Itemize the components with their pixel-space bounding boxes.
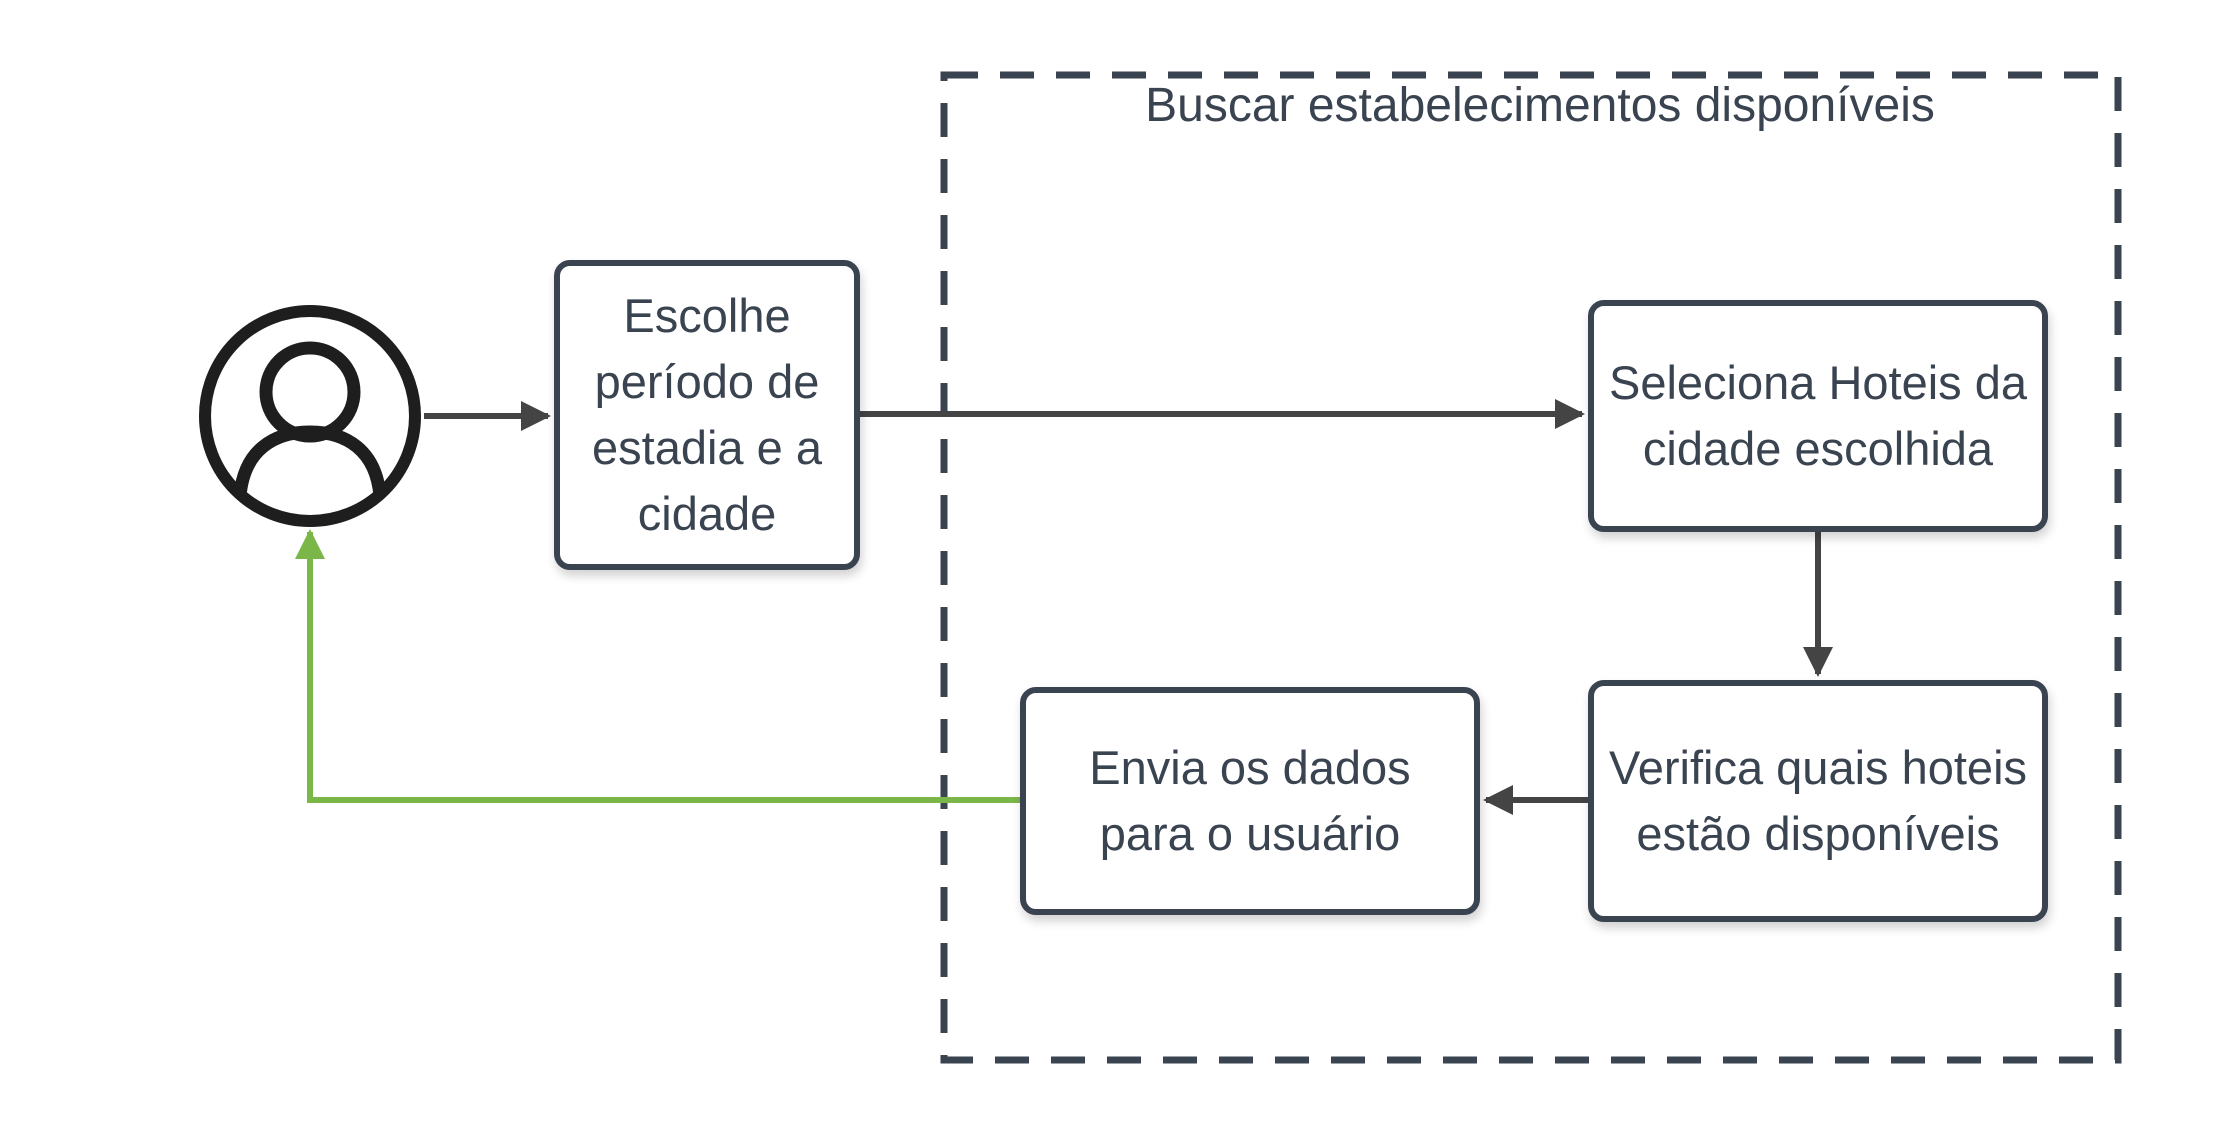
node-select-hotels: Seleciona Hoteis da cidade escolhida [1588, 300, 2048, 532]
node-send-data: Envia os dados para o usuário [1020, 687, 1480, 915]
node-verify-availability: Verifica quais hoteis estão disponíveis [1588, 680, 2048, 922]
group-boundary [940, 71, 2122, 1064]
node-verify-availability-label: Verifica quais hoteis estão disponíveis [1608, 741, 2028, 860]
node-choose-period: Escolhe período de estadia e a cidade [554, 260, 860, 570]
node-choose-period-label: Escolhe período de estadia e a cidade [592, 289, 822, 540]
group-title: Buscar estabelecimentos disponíveis [1145, 79, 1935, 132]
node-send-data-label: Envia os dados para o usuário [1089, 741, 1411, 860]
node-select-hotels-label: Seleciona Hoteis da cidade escolhida [1608, 356, 2028, 475]
user-icon [199, 305, 421, 527]
edge-send-to-user [295, 529, 1020, 803]
